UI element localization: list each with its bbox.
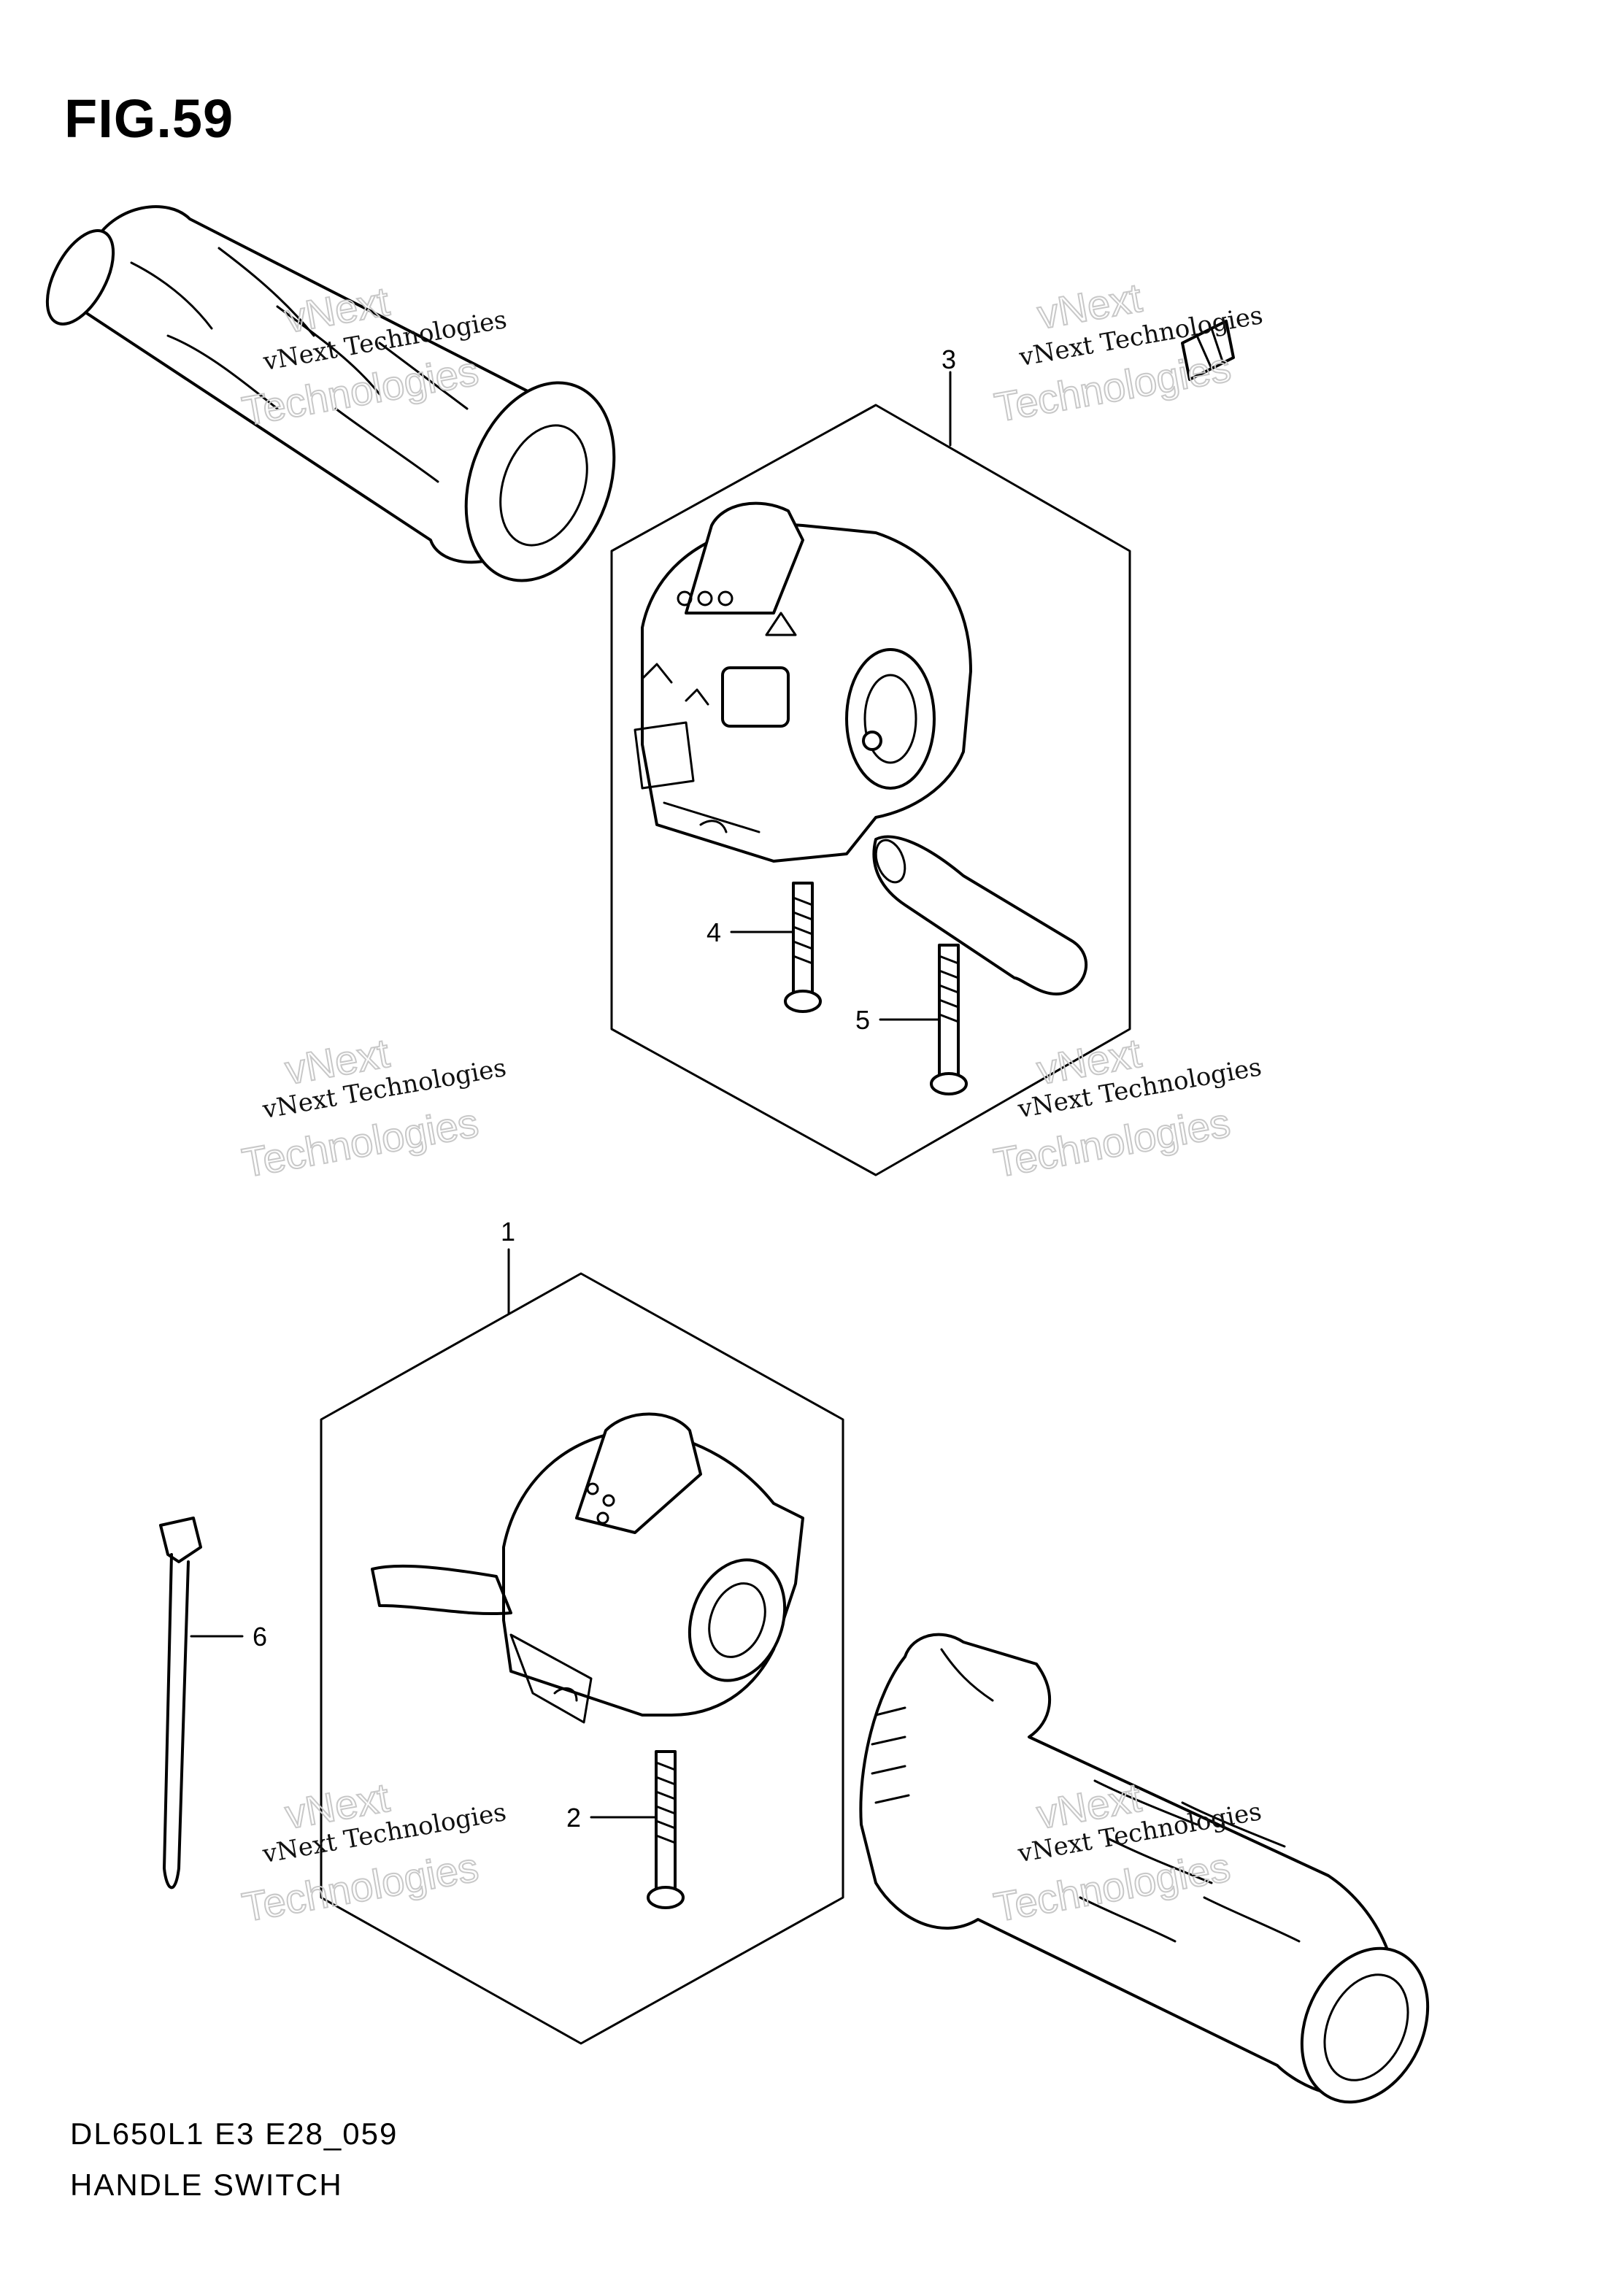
section-name: HANDLE SWITCH xyxy=(70,2168,343,2202)
screw-part-5 xyxy=(930,944,968,1095)
callout-5: 5 xyxy=(855,1005,870,1035)
watermark-6: vNext vNext Technologies Technologies xyxy=(990,1773,1263,1931)
assembly-hexagon-upper xyxy=(610,404,1131,1176)
watermark-5: vNext vNext Technologies Technologies xyxy=(238,1773,508,1931)
watermark-3: vNext vNext Technologies Technologies xyxy=(238,1029,508,1187)
watermark-4: vNext vNext Technologies Technologies xyxy=(990,1029,1263,1187)
right-handle-switch xyxy=(371,1412,804,1724)
leader-lines xyxy=(190,371,952,1819)
left-handlebar-grip xyxy=(45,205,616,582)
callout-2: 2 xyxy=(566,1803,581,1833)
model-code: DL650L1 E3 E28_059 xyxy=(70,2116,398,2151)
assembly-hexagon-lower xyxy=(320,1272,844,2045)
watermark-1: vNext vNext Technologies Technologies xyxy=(238,277,509,435)
callout-6: 6 xyxy=(253,1622,267,1652)
callout-3: 3 xyxy=(942,344,956,374)
figure-title: FIG.59 xyxy=(64,88,234,149)
screw-part-4 xyxy=(784,882,822,1013)
throttle-grip xyxy=(859,1633,1430,2104)
callout-1: 1 xyxy=(501,1217,515,1247)
cable-tie-part-6 xyxy=(159,1517,202,1889)
callout-4: 4 xyxy=(706,917,721,947)
wire-clip xyxy=(1181,320,1235,381)
left-handle-switch xyxy=(634,501,1087,995)
screw-part-2 xyxy=(647,1750,685,1909)
